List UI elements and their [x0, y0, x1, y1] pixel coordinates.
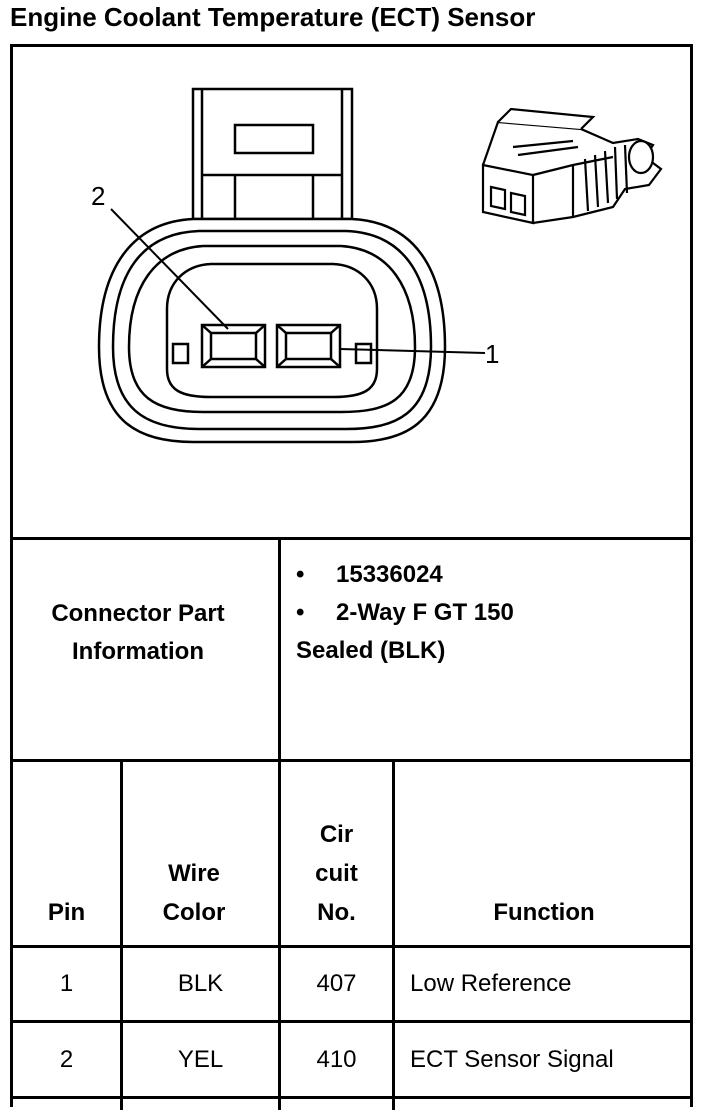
- header-line: cuit: [315, 860, 358, 887]
- divider: [278, 537, 281, 1110]
- divider: [392, 759, 395, 1110]
- column-header-wire-color: Wire Color: [162, 860, 226, 926]
- table-cell-pin: 2: [59, 1045, 74, 1073]
- column-header-circuit-no: Cir cuit No.: [281, 815, 392, 932]
- divider: [10, 1020, 693, 1023]
- pin-1-callout: 1: [485, 339, 499, 369]
- pin-2-callout: 2: [91, 181, 105, 211]
- table-cell-wire-color: YEL: [177, 1045, 224, 1073]
- divider: [10, 1096, 693, 1099]
- header-line: No.: [317, 899, 356, 926]
- part-description-continued: Sealed (BLK): [296, 637, 446, 664]
- table-cell-pin: 1: [59, 970, 74, 997]
- part-description: 2-Way F GT 150: [336, 599, 514, 626]
- part-number: 15336024: [336, 561, 443, 588]
- divider: [10, 537, 693, 540]
- connector-face-diagram: 2 1: [91, 87, 663, 444]
- column-header-function: Function: [493, 899, 595, 926]
- connector-part-details: •15336024 •2-Way F GT 150 Sealed (BLK): [296, 556, 514, 670]
- connector-table-frame: [10, 44, 693, 1107]
- divider: [120, 759, 123, 1110]
- connector-part-info-label: Connector Part Information: [51, 600, 225, 665]
- table-cell-circuit: 407: [316, 970, 357, 997]
- list-item: •2-Way F GT 150: [296, 599, 514, 626]
- table-cell-circuit: 410: [316, 1045, 357, 1073]
- column-header-pin: Pin: [47, 899, 86, 926]
- page-title: Engine Coolant Temperature (ECT) Sensor: [10, 2, 536, 32]
- divider: [10, 759, 693, 762]
- table-cell-function: Low Reference: [410, 970, 572, 997]
- table-cell-wire-color: BLK: [177, 970, 224, 997]
- table-cell-function: ECT Sensor Signal: [410, 1045, 614, 1073]
- divider: [10, 945, 693, 948]
- list-item: •15336024: [296, 561, 443, 588]
- header-line: Cir: [319, 821, 354, 848]
